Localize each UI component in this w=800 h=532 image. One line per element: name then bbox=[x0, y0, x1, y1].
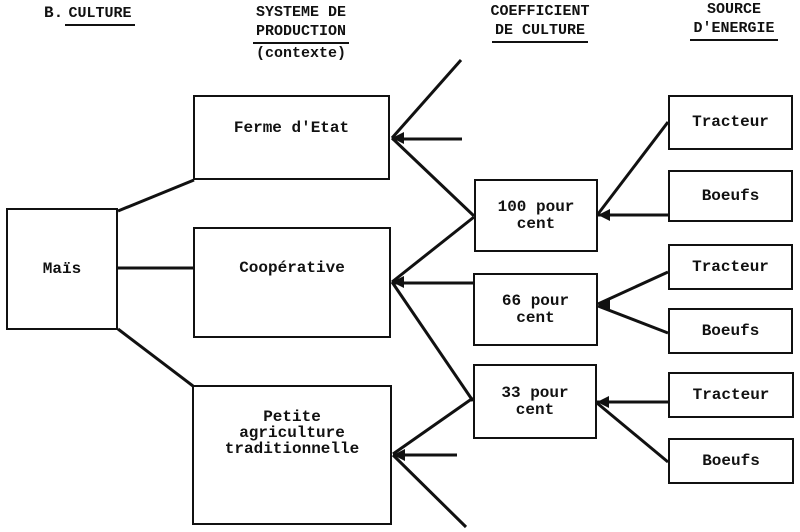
node-tracteur-3: Tracteur bbox=[668, 372, 794, 418]
edge-ferme-c100 bbox=[390, 136, 476, 218]
column-header-culture-text: CULTURE bbox=[65, 4, 135, 26]
arrowhead-ferme bbox=[392, 132, 404, 144]
section-label: B. bbox=[44, 4, 64, 22]
node-coefficient-66: 66 pour cent bbox=[473, 273, 598, 346]
node-ferme-detat: Ferme d'Etat bbox=[193, 95, 390, 180]
node-boeufs-3: Boeufs bbox=[668, 438, 794, 484]
node-tracteur-2-label: Tracteur bbox=[692, 257, 769, 276]
node-petite-agriculture: Petite agriculture traditionnelle bbox=[192, 385, 392, 525]
node-boeufs-1: Boeufs bbox=[668, 170, 793, 222]
node-coefficient-33: 33 pour cent bbox=[473, 364, 597, 439]
arrowhead-c66 bbox=[598, 299, 610, 311]
node-coefficient-100-line2: cent bbox=[516, 214, 556, 233]
node-boeufs-3-label: Boeufs bbox=[702, 451, 760, 470]
edge-petite-c33 bbox=[392, 396, 474, 456]
node-mais: Maïs bbox=[6, 208, 118, 330]
systeme-line2: PRODUCTION bbox=[252, 22, 349, 44]
source-line1: SOURCE bbox=[706, 1, 761, 18]
edge-coop-c33 bbox=[390, 281, 475, 402]
node-coefficient-100-line1: 100 pour bbox=[497, 197, 575, 216]
source-line2: D'ENERGIE bbox=[690, 19, 778, 41]
systeme-line1: SYSTEME DE bbox=[255, 4, 346, 21]
node-tracteur-2: Tracteur bbox=[668, 244, 793, 290]
node-petite-line2: agriculture bbox=[239, 424, 345, 442]
node-coefficient-33-line1: 33 pour bbox=[501, 383, 569, 402]
edge-c33-boeufs3 bbox=[596, 401, 669, 464]
node-petite-line3: traditionnelle bbox=[224, 440, 360, 458]
node-mais-label: Maïs bbox=[42, 259, 82, 278]
coefficient-line1: COEFFICIENT bbox=[490, 3, 590, 20]
systeme-line3: (contexte) bbox=[255, 45, 346, 62]
column-header-coefficient: COEFFICIENT DE CULTURE bbox=[470, 2, 610, 43]
column-header-systeme: SYSTEME DE PRODUCTION (contexte) bbox=[228, 3, 374, 63]
node-cooperative: Coopérative bbox=[193, 227, 391, 338]
edge-mais-ferme bbox=[117, 178, 195, 213]
edge-ferme-up-stub bbox=[390, 59, 463, 139]
node-boeufs-2-label: Boeufs bbox=[701, 321, 760, 340]
edge-coop-c100 bbox=[391, 215, 475, 284]
arrowhead-c100 bbox=[598, 209, 610, 221]
node-coefficient-33-line2: cent bbox=[515, 400, 555, 419]
edge-c100-tracteur1 bbox=[596, 121, 670, 215]
arrowhead-coop bbox=[392, 276, 404, 288]
node-petite-line1: Petite bbox=[263, 408, 321, 426]
column-header-culture: CULTURE bbox=[58, 4, 142, 26]
node-coefficient-100: 100 pour cent bbox=[474, 179, 598, 252]
coefficient-line2: DE CULTURE bbox=[491, 21, 588, 43]
node-tracteur-3-label: Tracteur bbox=[692, 385, 770, 404]
edge-c66-boeufs2 bbox=[597, 304, 669, 335]
node-ferme-detat-label: Ferme d'Etat bbox=[233, 119, 350, 137]
arrowhead-c33 bbox=[597, 396, 609, 408]
node-boeufs-1-label: Boeufs bbox=[701, 186, 760, 205]
node-coefficient-66-line1: 66 pour bbox=[501, 291, 570, 310]
edge-c66-tracteur2 bbox=[597, 270, 669, 306]
edge-petite-down-stub bbox=[391, 453, 468, 529]
node-tracteur-1-label: Tracteur bbox=[692, 113, 769, 131]
node-tracteur-1: Tracteur bbox=[668, 95, 793, 150]
node-coefficient-66-line2: cent bbox=[516, 308, 555, 327]
column-header-source: SOURCE D'ENERGIE bbox=[664, 0, 800, 41]
node-cooperative-label: Coopérative bbox=[239, 259, 345, 277]
edge-mais-petite bbox=[117, 327, 194, 388]
arrowhead-petite bbox=[393, 449, 405, 461]
node-boeufs-2: Boeufs bbox=[668, 308, 793, 354]
